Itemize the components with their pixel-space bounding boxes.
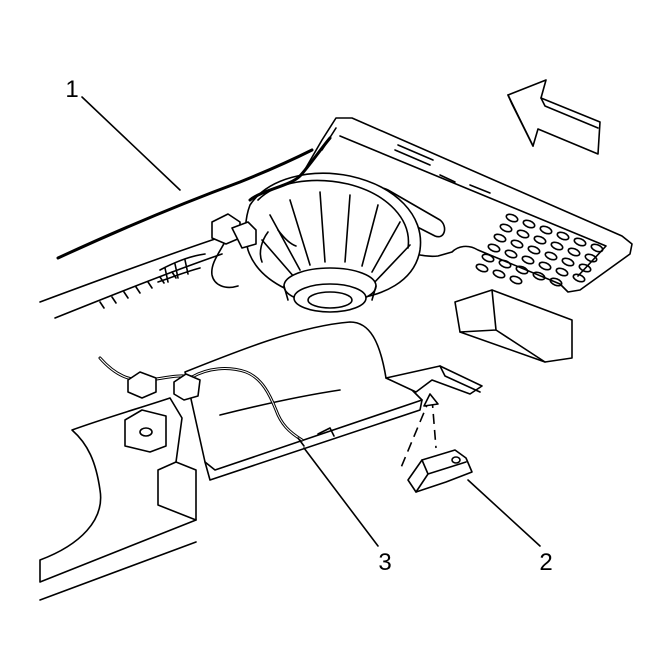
direction-arrow [507, 79, 601, 155]
perforation-hole [509, 275, 523, 285]
left-body-structure [39, 397, 197, 601]
perforation-hole [532, 271, 546, 281]
perforation-hole [561, 257, 575, 267]
harness-connector-right [173, 373, 201, 401]
leader-line-2 [467, 479, 541, 547]
install-arrow-head [423, 393, 439, 407]
perforation-hole [481, 253, 495, 263]
upper-connector-2 [231, 221, 257, 249]
bracket-edge [415, 459, 467, 493]
trim-panel-upper-edge [56, 148, 314, 260]
callout-1: 1 [65, 76, 78, 103]
harness-retainer [297, 427, 335, 447]
callout-2: 2 [539, 549, 552, 576]
left-mount-bracket [124, 409, 167, 453]
perforation-hole [590, 243, 604, 253]
perforation-hole [555, 267, 569, 277]
perforation-hole [475, 263, 489, 273]
perforation-hole [515, 265, 529, 275]
speaker-wire [259, 229, 297, 263]
wiring-harness [98, 356, 335, 447]
perforation-hole [573, 237, 587, 247]
left-body-lower-edge [39, 541, 197, 601]
perforation-hole [510, 239, 524, 249]
upper-harness-wrap [157, 253, 206, 283]
trim-panel-lower-edge [39, 237, 219, 303]
left-body-panel [39, 397, 197, 583]
perforation-hole [516, 229, 530, 239]
trough-flange-edge [439, 365, 481, 393]
left-body-edge [157, 461, 197, 521]
leader-line-1 [81, 96, 181, 191]
bracket-hole [451, 456, 461, 464]
perforation-hole [556, 231, 570, 241]
left-mount-hole [139, 427, 153, 437]
trough-underside [204, 399, 423, 481]
perforation-hole [504, 249, 518, 259]
perforation-hole [521, 255, 535, 265]
lower-right-block-edge [459, 289, 546, 363]
perforation-hole [544, 251, 558, 261]
speaker-magnet-side [283, 285, 377, 301]
perforation-hole [567, 247, 581, 257]
harness-connector-left [127, 371, 157, 399]
perforation-hole [505, 213, 519, 223]
perforation-hole [493, 233, 507, 243]
callout-3: 3 [378, 549, 391, 576]
leader-line-3 [303, 447, 379, 547]
arrow-body [507, 79, 601, 155]
trim-panel-rail-hatch [99, 271, 177, 309]
bracket [399, 393, 473, 493]
lower-right-block [454, 289, 573, 363]
speaker-basket [244, 172, 422, 301]
perforation-hole [550, 241, 564, 251]
perforation-holes [475, 213, 604, 287]
arrow-depth [507, 94, 599, 147]
perforation-hole [533, 235, 547, 245]
trough-fold-line [219, 389, 341, 416]
perforation-hole [522, 219, 536, 229]
perforation-hole [539, 225, 553, 235]
upper-harness-wire [248, 136, 332, 202]
perforation-hole [572, 273, 586, 283]
perforation-hole [538, 261, 552, 271]
upper-harness [157, 136, 332, 289]
install-line-1 [431, 397, 437, 449]
trim-panel [39, 148, 314, 319]
trim-panel-rail [54, 253, 223, 319]
perforation-hole [499, 223, 513, 233]
lower-right-block-body [454, 289, 573, 363]
perforation-hole [487, 243, 501, 253]
perforation-hole [549, 277, 563, 287]
floor-trough [184, 321, 483, 481]
perforation-hole [584, 253, 598, 263]
perforation-hole [578, 263, 592, 273]
perforation-hole [498, 259, 512, 269]
upper-harness-wire-2 [211, 231, 239, 289]
install-line-2 [399, 397, 431, 471]
speaker-magnet-inner [307, 291, 353, 309]
speaker-cone-ribs [261, 191, 411, 286]
perforation-hole [527, 245, 541, 255]
shelf-panel-rib [394, 144, 491, 194]
perforation-hole [492, 269, 506, 279]
